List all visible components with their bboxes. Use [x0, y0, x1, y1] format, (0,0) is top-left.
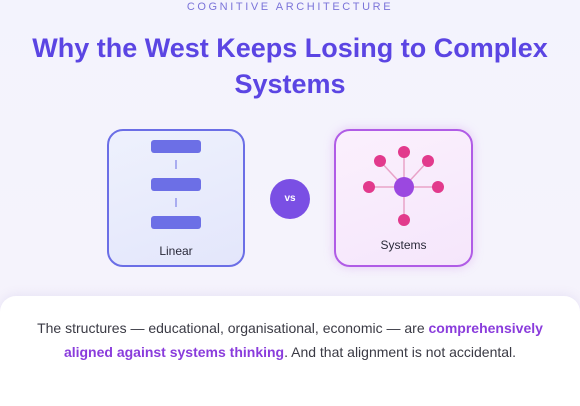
step-bar	[151, 140, 201, 153]
linear-card: Linear	[107, 129, 245, 267]
step-connector	[175, 160, 177, 169]
caption-before: The structures — educational, organisati…	[37, 320, 429, 336]
caption-after: . And that alignment is not accidental.	[284, 344, 517, 360]
systems-card: Systems	[334, 129, 473, 267]
eyebrow-label: COGNITIVE ARCHITECTURE	[186, 1, 394, 13]
network-node	[432, 181, 444, 193]
page-title: Why the West Keeps Losing to Complex Sys…	[32, 33, 548, 99]
caption-highlight: comprehensively aligned against systems …	[63, 320, 543, 360]
step-bar	[151, 216, 201, 229]
network-hub-icon	[363, 146, 444, 226]
step-connector	[175, 198, 177, 207]
caption-panel: The structures — educational, organisati…	[0, 296, 580, 406]
step-bar	[151, 178, 201, 191]
network-node	[374, 155, 386, 167]
systems-label: Systems	[380, 238, 427, 252]
network-node	[398, 214, 410, 226]
network-hub	[394, 177, 414, 197]
network-node	[422, 155, 434, 167]
network-node	[363, 181, 375, 193]
caption-text: The structures — educational, organisati…	[30, 316, 550, 364]
network-node	[398, 146, 410, 158]
vs-badge: vs	[270, 179, 310, 219]
linear-label: Linear	[159, 244, 193, 258]
